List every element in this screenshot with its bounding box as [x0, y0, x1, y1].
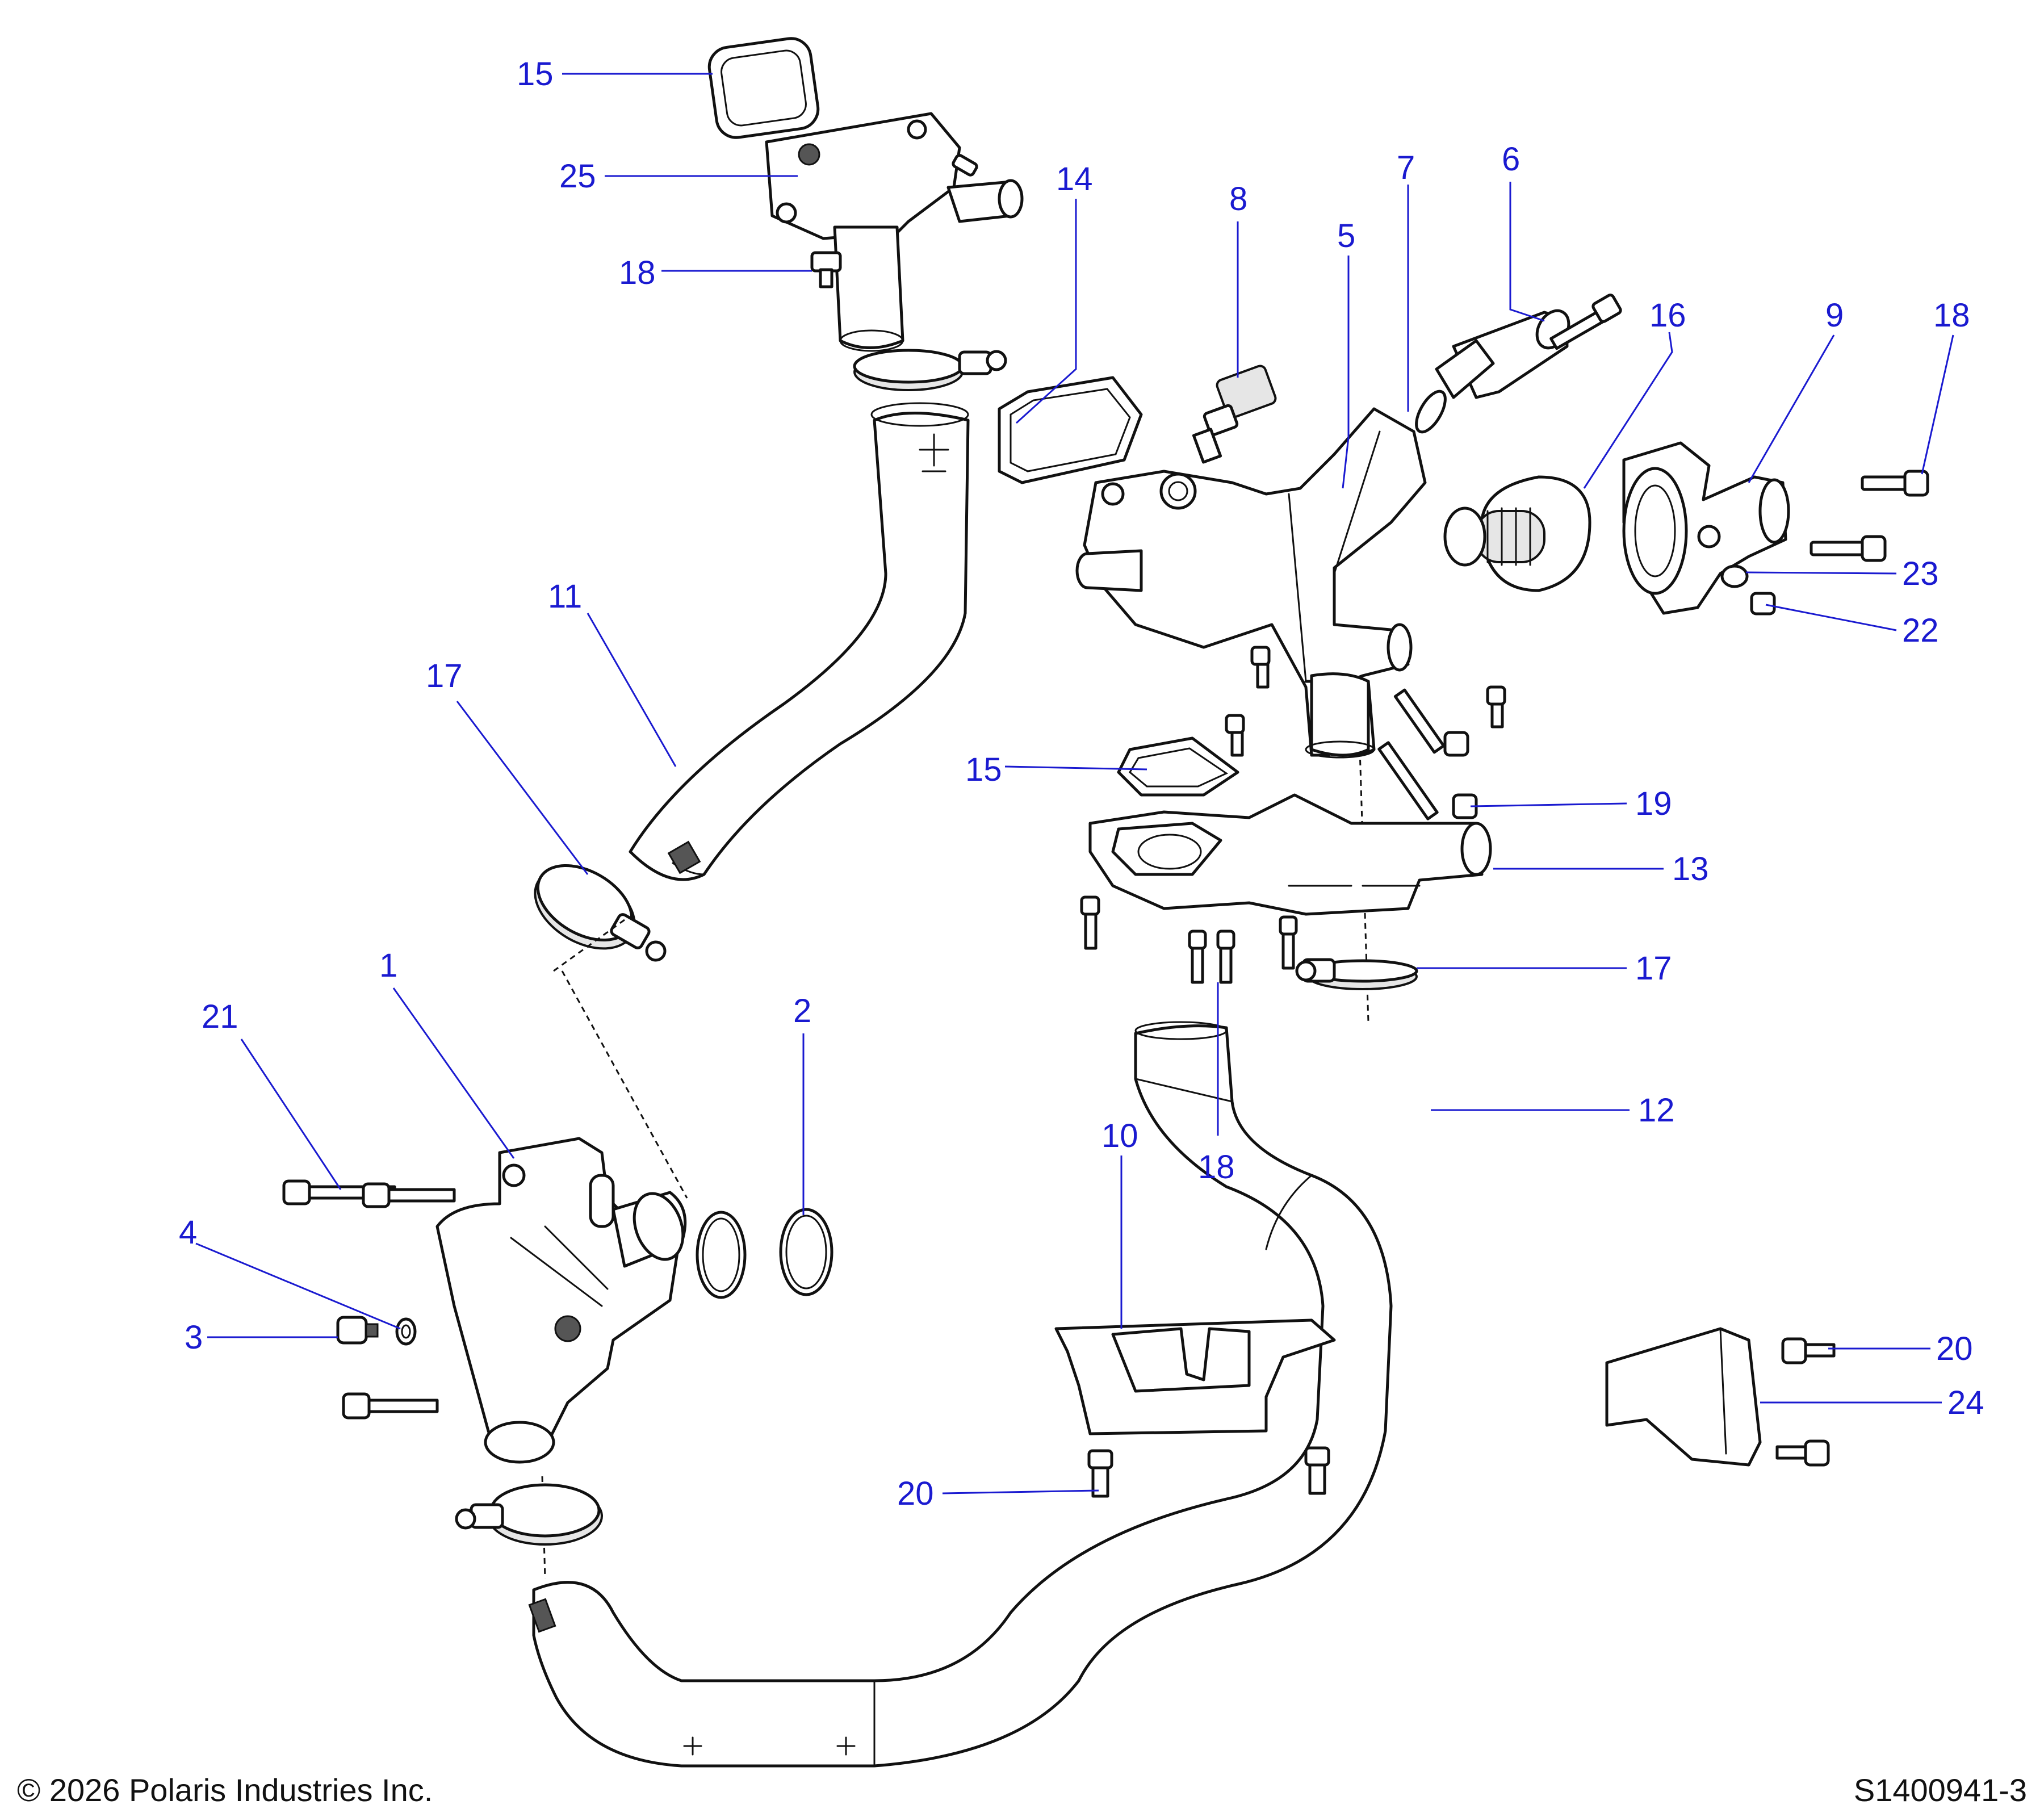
- coolant-pipe-13: [1088, 793, 1492, 916]
- bolt-20-bracket-bottom: [1775, 1439, 1830, 1467]
- callout-22: 22: [1902, 612, 1939, 649]
- hose-clamp-right: [1295, 958, 1418, 990]
- fitting-6: [1435, 309, 1570, 399]
- callout-16: 16: [1649, 297, 1686, 334]
- callout-11: 11: [548, 578, 582, 615]
- callout-5: 5: [1337, 217, 1355, 254]
- bracket-24: [1605, 1327, 1762, 1467]
- callout-12: 12: [1638, 1092, 1675, 1129]
- bolt-20-bracket-top: [1781, 1337, 1836, 1364]
- callout-17-left: 17: [426, 658, 463, 694]
- callout-9: 9: [1825, 297, 1844, 334]
- heat-shield-10: [1054, 1318, 1336, 1435]
- bolt-18-lower-a: [1080, 895, 1100, 950]
- callout-21: 21: [202, 998, 238, 1035]
- callout-15-lower: 15: [965, 751, 1002, 788]
- bolt-near-cover: [1810, 535, 1887, 562]
- callout-15-top: 15: [517, 56, 554, 93]
- callout-10: 10: [1101, 1117, 1138, 1154]
- callout-2: 2: [793, 993, 811, 1029]
- callout-3: 3: [185, 1319, 203, 1356]
- thermostat-16: [1443, 475, 1591, 592]
- hose-upper: [629, 402, 970, 881]
- o-rings-2: [696, 1208, 833, 1299]
- water-pump-housing: [435, 1137, 687, 1464]
- gasket-lower: [1117, 736, 1239, 797]
- bolt-18-lower-b: [1188, 930, 1207, 984]
- bolt-housing-c: [1225, 714, 1245, 757]
- hose-lower: [528, 1021, 1393, 1768]
- callout-17-right: 17: [1635, 950, 1672, 987]
- o-ring-7: [1415, 390, 1447, 434]
- callout-7: 7: [1397, 149, 1415, 186]
- bolt-18-lower-c: [1216, 930, 1235, 984]
- callout-18-lower: 18: [1198, 1149, 1235, 1186]
- bolt-20-right: [1304, 1446, 1330, 1495]
- bolt-housing-d: [1393, 688, 1469, 757]
- callout-19: 19: [1635, 785, 1672, 822]
- callout-18-right: 18: [1933, 297, 1970, 334]
- hose-clamp-lower: [455, 1483, 603, 1546]
- temp-sensor-8: [1192, 365, 1277, 464]
- callout-4: 4: [179, 1214, 197, 1251]
- hose-clamp-upper: [853, 349, 1007, 391]
- drawing-id: S1400941-3: [1853, 1772, 2027, 1808]
- callout-8: 8: [1229, 181, 1247, 217]
- callout-14: 14: [1056, 161, 1093, 198]
- thermostat-cover-9: [1622, 441, 1790, 615]
- callout-6: 6: [1502, 141, 1520, 178]
- gasket-14: [998, 376, 1143, 484]
- callout-20-right: 20: [1936, 1330, 1973, 1367]
- callout-13: 13: [1672, 851, 1709, 887]
- bolt-housing-a: [1250, 646, 1271, 689]
- bolt-21: [282, 1179, 456, 1208]
- nut-22: [1750, 592, 1776, 616]
- nut-3: [336, 1316, 379, 1345]
- callout-1: 1: [379, 947, 397, 984]
- bolt-18-upper: [810, 251, 842, 288]
- hose-clamp-left: [534, 864, 667, 962]
- bolt-pump-lower: [342, 1392, 439, 1420]
- gasket-top: [707, 37, 820, 139]
- callout-18-upper: 18: [619, 254, 656, 291]
- bolt-20-left: [1087, 1449, 1113, 1498]
- bolt-housing-b: [1486, 685, 1506, 729]
- thermostat-housing-5: [1075, 407, 1427, 759]
- copyright-text: © 2026 Polaris Industries Inc.: [17, 1772, 433, 1808]
- callout-23: 23: [1902, 555, 1939, 592]
- washer-4: [395, 1317, 417, 1346]
- bolt-18-right: [1861, 470, 1929, 497]
- washer-23: [1720, 564, 1749, 588]
- bolt-18-lower-d: [1279, 915, 1298, 970]
- bolt-19: [1377, 741, 1478, 820]
- callout-24: 24: [1947, 1384, 1984, 1421]
- bolt-6: [1549, 294, 1622, 350]
- upper-outlet-housing: [765, 112, 1024, 352]
- callout-25: 25: [559, 158, 596, 195]
- callout-20-left: 20: [897, 1475, 934, 1512]
